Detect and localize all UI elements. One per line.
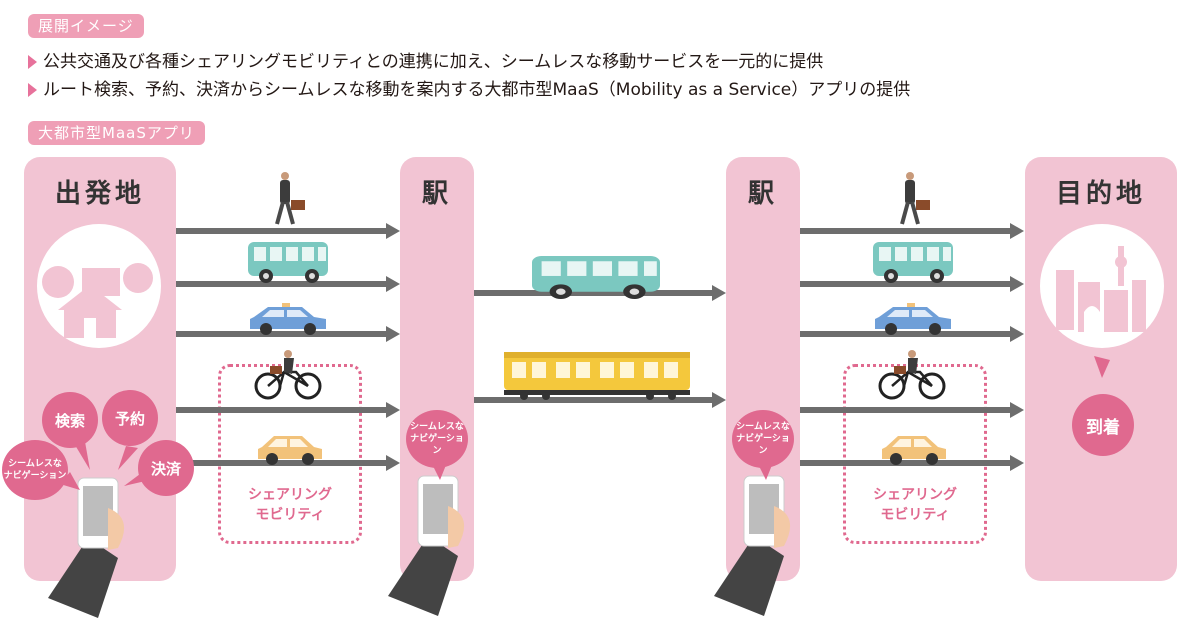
payment-bubble-label: 決済	[150, 459, 181, 478]
sharing-mobility-label: シェアリング モビリティ	[846, 485, 984, 525]
navigation-bubble-label: シームレスな ナビゲーション	[3, 459, 67, 481]
bullet-arrow-icon	[28, 55, 37, 69]
reserve-bubble: 予約	[102, 390, 158, 446]
walker-icon	[900, 170, 932, 226]
sharing-mobility-label: シェアリング モビリティ	[221, 485, 359, 525]
arrival-bubble: 到着	[1072, 394, 1134, 456]
bullet-arrow-icon	[28, 83, 37, 97]
arrows-origin-to-station	[176, 223, 400, 471]
destination-title: 目的地	[1055, 179, 1146, 209]
arrows-station-to-station	[474, 285, 726, 408]
smartphone-icon	[387, 475, 465, 617]
bus-icon	[873, 242, 953, 283]
train-icon	[504, 352, 690, 400]
search-bubble: 検索	[42, 392, 98, 448]
taxi-icon	[250, 303, 326, 335]
navigation-bubble: シームレスな ナビゲーション	[2, 440, 68, 500]
origin-title: 出発地	[54, 179, 145, 209]
station-nav-bubble: シームレスな ナビゲーション	[732, 410, 794, 468]
arrows-station-to-destination	[800, 223, 1024, 471]
smartphone-icon	[47, 477, 125, 619]
smartphone-icon	[713, 475, 791, 617]
bullet-item: ルート検索、予約、決済からシームレスな移動を案内する大都市型MaaS（Mobil…	[28, 76, 910, 104]
arrival-label: 到着	[1086, 417, 1120, 438]
walker-icon	[275, 170, 307, 226]
taxi-icon	[875, 303, 951, 335]
city-icon	[1040, 224, 1164, 348]
sharing-label-line1: シェアリング	[248, 487, 332, 503]
reserve-bubble-label: 予約	[114, 409, 145, 428]
section-tag: 展開イメージ	[28, 14, 144, 38]
arrival-pointer-icon	[1094, 356, 1110, 378]
station-nav-label: シームレスな ナビゲーション	[736, 422, 790, 456]
bullet-text: ルート検索、予約、決済からシームレスな移動を案内する大都市型MaaS（Mobil…	[43, 80, 911, 100]
bullet-list: 公共交通及び各種シェアリングモビリティとの連携に加え、シームレスな移動サービスを…	[28, 48, 910, 104]
sharing-label-line2: モビリティ	[880, 507, 950, 523]
bicycle-icon	[878, 348, 946, 400]
station2-title: 駅	[747, 179, 778, 209]
search-bubble-label: 検索	[54, 411, 85, 430]
bus-icon	[248, 242, 328, 283]
station-nav-bubble: シームレスな ナビゲーション	[406, 410, 468, 468]
app-tag: 大都市型MaaSアプリ	[28, 121, 205, 145]
house-icon	[37, 224, 161, 348]
station1-title: 駅	[421, 179, 452, 209]
sharing-label-line1: シェアリング	[873, 487, 957, 503]
station-nav-label: シームレスな ナビゲーション	[410, 422, 464, 456]
bullet-text: 公共交通及び各種シェアリングモビリティとの連携に加え、シームレスな移動サービスを…	[43, 52, 824, 72]
sharing-label-line2: モビリティ	[255, 507, 325, 523]
bicycle-icon	[254, 348, 322, 400]
payment-bubble: 決済	[138, 440, 194, 496]
bullet-item: 公共交通及び各種シェアリングモビリティとの連携に加え、シームレスな移動サービスを…	[28, 48, 910, 76]
